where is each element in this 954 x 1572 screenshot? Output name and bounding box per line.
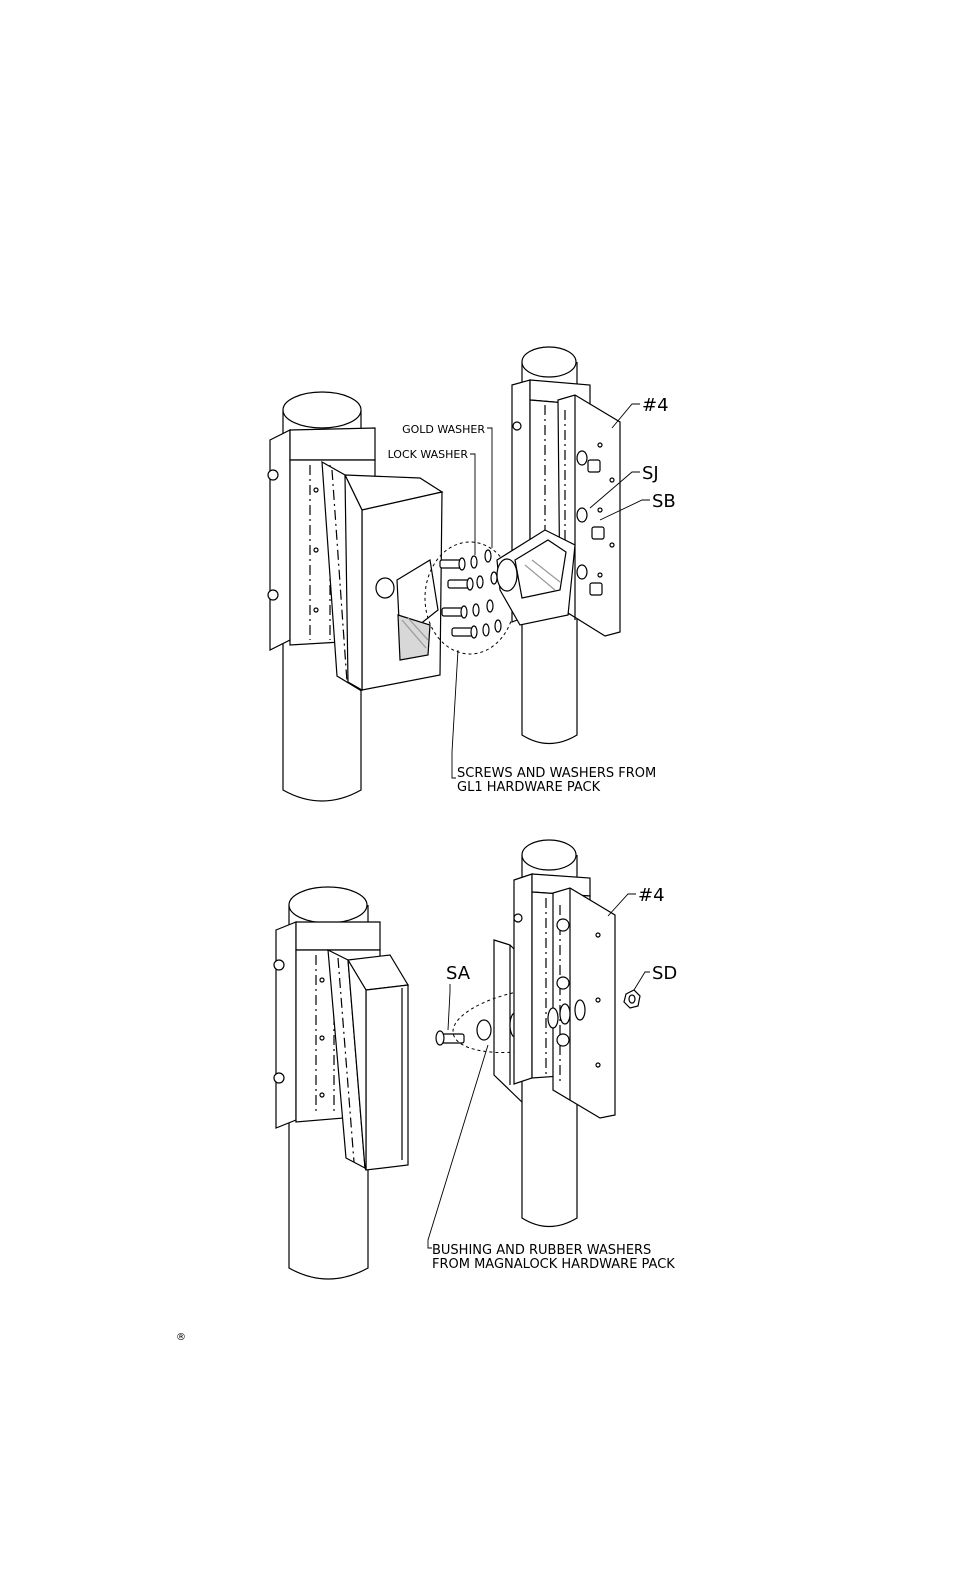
bolt-icon [513,913,523,923]
top-labels: GOLD WASHER LOCK WASHER #4 SJ SB SCREWS … [388,395,676,795]
screw-icon [451,625,478,639]
top-caption-line2: GL1 HARDWARE PACK [457,780,601,795]
bolt-icon [273,1072,285,1084]
lock-washer-label: LOCK WASHER [388,448,469,461]
bushing-icon [476,1019,492,1041]
top-plate-4 [557,394,621,637]
washer-icon [547,1007,559,1029]
top-washers [470,549,502,637]
gold-washer-icon [486,599,494,613]
bottom-caption-line2: FROM MAGNALOCK HARDWARE PACK [432,1257,675,1272]
washer-icon [559,1003,571,1025]
screw-icon [439,557,466,571]
top-sj-washers [576,450,588,580]
screw-icon [441,605,468,619]
lock-washer-icon [472,603,480,617]
lock-washer-icon [470,555,478,569]
bottom-rubber-washers [547,999,586,1029]
registered-mark: ® [176,1332,186,1343]
top-plate-label: #4 [642,395,669,416]
sb-label: SB [652,491,676,512]
bolt-icon [267,589,279,601]
bottom-sa-screw [435,1030,465,1046]
bolt-icon [273,959,285,971]
bottom-labels: #4 SA SD BUSHING AND RUBBER WASHERS FROM… [432,885,677,1272]
top-assembly [267,346,650,802]
washer-icon [576,564,588,580]
sa-label: SA [446,963,471,984]
lock-washer-icon [482,623,490,637]
top-leader-lines [451,403,650,779]
bottom-caption-line1: BUSHING AND RUBBER WASHERS [432,1243,651,1258]
sd-label: SD [652,963,677,984]
gold-washer-icon [494,619,502,633]
top-caption-line1: SCREWS AND WASHERS FROM [457,766,656,781]
washer-icon [576,507,588,523]
bolt-icon [587,459,601,473]
bolt-icon [556,976,570,990]
bolt-icon [512,421,522,431]
top-right-hinge [496,529,576,626]
washer-icon [576,450,588,466]
bolt-icon [267,469,279,481]
screw-icon [447,577,474,591]
bottom-assembly [273,839,650,1280]
gold-washer-icon [484,549,492,563]
gold-washer-icon [490,571,498,585]
top-screws [439,557,478,639]
bolt-icon [589,582,603,596]
top-sb-bolts [587,459,605,596]
bolt-icon [591,526,605,540]
sj-label: SJ [642,463,659,484]
lock-washer-icon [476,575,484,589]
bottom-bushing [476,1019,492,1041]
washer-icon [574,999,586,1021]
top-lock-box [344,474,444,692]
bottom-sd-nut [623,989,641,1009]
bolt-icon [556,1033,570,1047]
bottom-leader-lines [427,893,650,1249]
bolt-icon [556,918,570,932]
bottom-magnalock [347,954,409,1171]
gold-washer-label: GOLD WASHER [402,423,485,436]
bottom-plate-label: #4 [638,885,665,906]
